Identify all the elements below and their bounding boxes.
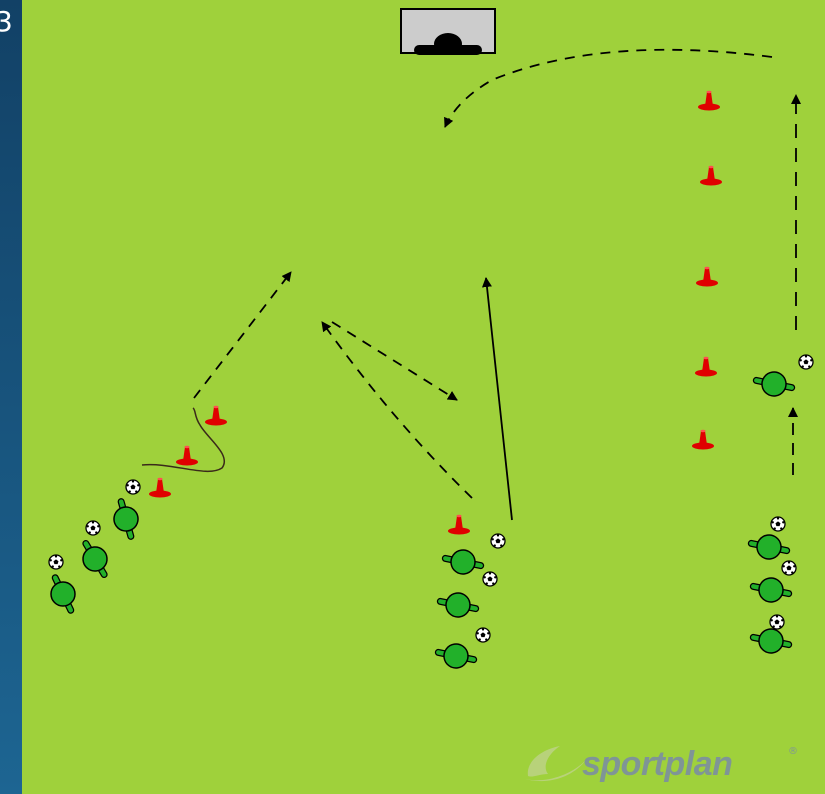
side-panel	[0, 0, 22, 794]
ball-icon	[490, 533, 506, 549]
ball-icon	[48, 554, 64, 570]
ball-icon	[125, 479, 141, 495]
ball-icon	[770, 516, 786, 532]
goalkeeper-icon	[414, 33, 482, 55]
sportplan-logo: sportplan ®	[520, 738, 800, 788]
movement-lines	[141, 48, 801, 521]
logo-brand-text: sportplan	[582, 745, 733, 783]
ball-icon	[781, 560, 797, 576]
run-arrow-left	[193, 271, 292, 399]
logo-swoosh-icon	[522, 746, 586, 782]
logo-registered-mark: ®	[788, 746, 798, 757]
ball-icon	[85, 520, 101, 536]
pass-arrow-back	[321, 321, 473, 499]
dribble-path-cones	[141, 407, 225, 472]
run-arrow-to-goal	[444, 48, 773, 128]
ball-icon	[475, 627, 491, 643]
ball-icon	[482, 571, 498, 587]
pass-arrow-forward	[331, 321, 458, 401]
pitch-diagram	[22, 0, 825, 794]
pitch-surface	[22, 0, 825, 794]
ball-icon	[798, 354, 814, 370]
ball-icon	[769, 614, 785, 630]
goal	[400, 8, 496, 55]
run-arrow-centre	[481, 277, 513, 521]
drill-step-number: 3	[0, 5, 13, 38]
